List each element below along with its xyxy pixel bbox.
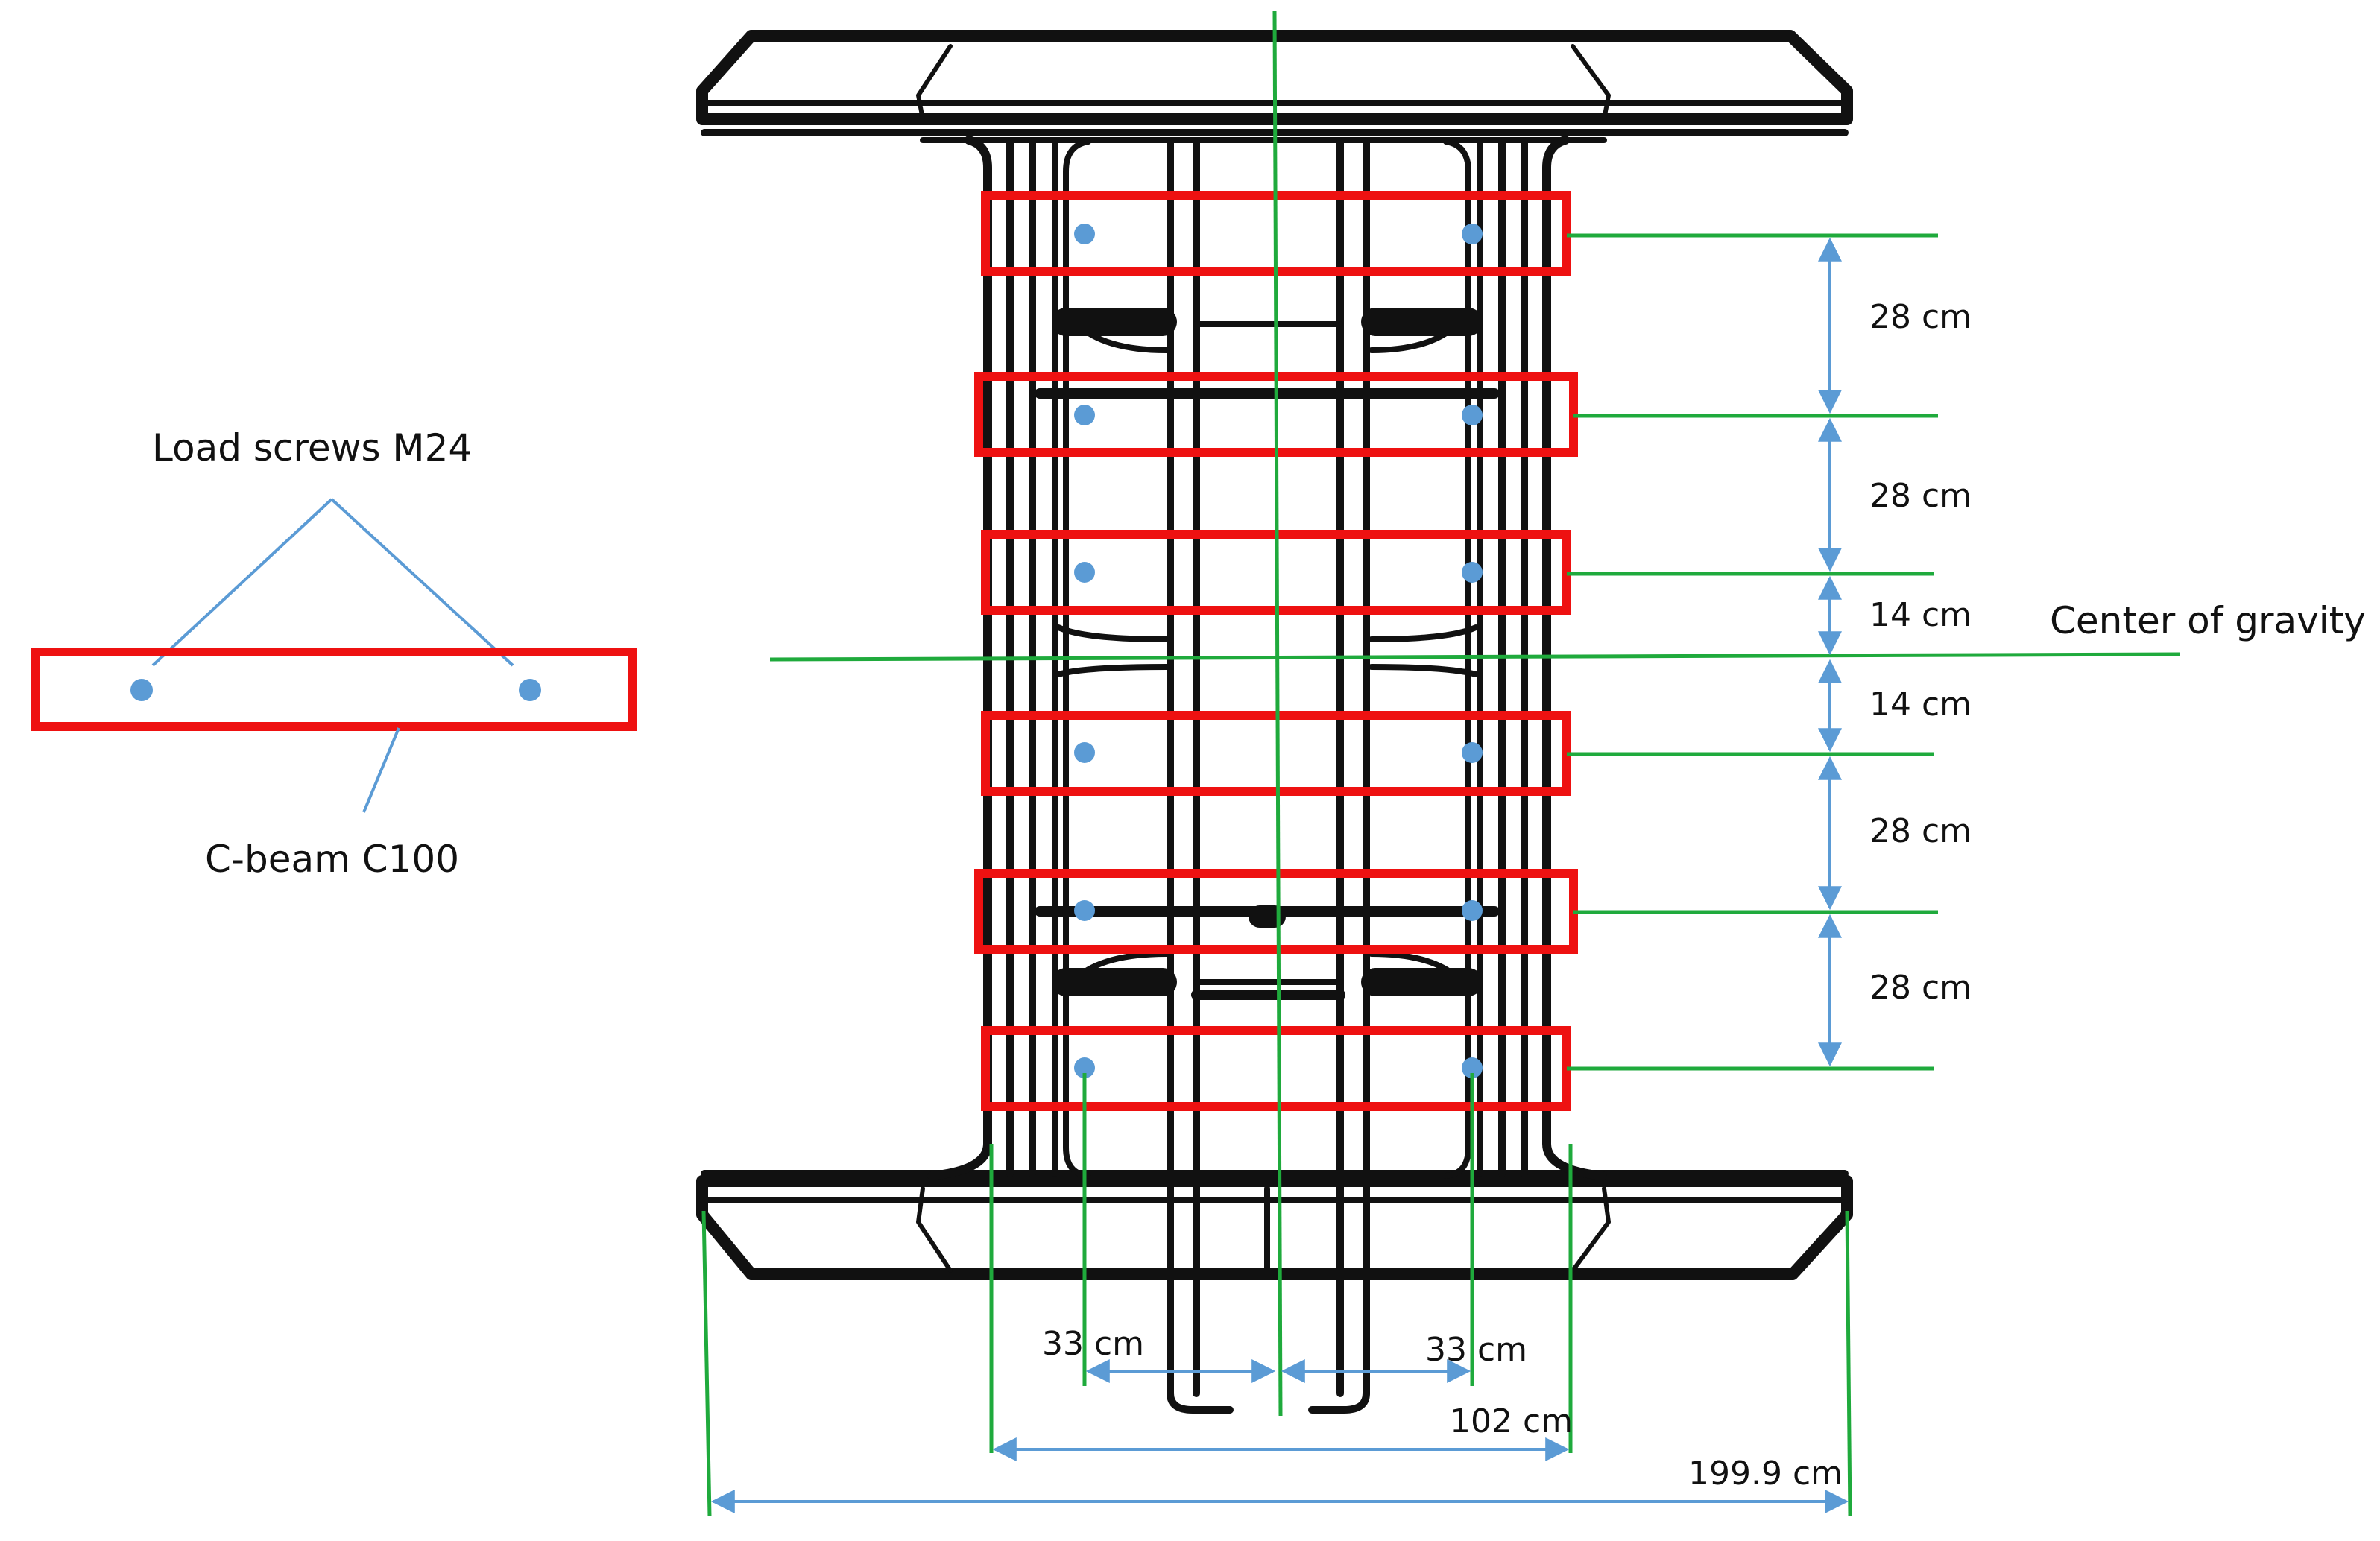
vertical-dim-label: 28 cm xyxy=(1869,477,1972,515)
screw-dot xyxy=(1462,562,1483,583)
screw-dot xyxy=(1462,405,1483,425)
load-screws-label: Load screws M24 xyxy=(152,426,472,469)
vertical-dim-label: 28 cm xyxy=(1869,298,1972,336)
screw-dot xyxy=(1074,224,1095,244)
c-beam-label: C-beam C100 xyxy=(205,838,459,881)
dimension-labels: 28 cm 28 cm 14 cm 14 cm 28 cm 28 cm 33 c… xyxy=(1042,298,1972,1493)
screw-dot xyxy=(1074,1057,1095,1078)
left-half-dim-label: 33 cm xyxy=(1042,1325,1144,1363)
leader-line xyxy=(362,727,400,813)
vertical-dim-label: 14 cm xyxy=(1869,596,1972,634)
leader-line xyxy=(151,498,333,667)
center-axis-line xyxy=(1272,10,1283,1417)
overall-width-dim-label: 199.9 cm xyxy=(1688,1455,1843,1493)
screw-dot xyxy=(1462,1057,1483,1078)
extension-line xyxy=(1845,1210,1852,1517)
screw-dot xyxy=(1074,562,1095,583)
screw-dot xyxy=(1074,900,1095,921)
screw-dot xyxy=(1462,742,1483,763)
dimension-lines xyxy=(710,237,1849,1513)
legend: Load screws M24 C-beam C100 xyxy=(31,426,637,881)
center-of-gravity-label: Center of gravity xyxy=(2050,599,2366,642)
inner-width-dim-label: 102 cm xyxy=(1450,1402,1573,1440)
bottom-legs xyxy=(1167,1390,1370,1414)
screw-dot xyxy=(1074,405,1095,425)
extension-line xyxy=(701,1210,712,1517)
guide-lines xyxy=(701,10,2181,1517)
legend-screw-dot xyxy=(519,679,541,701)
screw-dot xyxy=(1074,742,1095,763)
right-half-dim-label: 33 cm xyxy=(1425,1331,1527,1369)
inner-bars xyxy=(1035,308,1500,1000)
screw-dot xyxy=(1462,224,1483,244)
vertical-dim-label: 14 cm xyxy=(1869,686,1972,724)
vertical-dim-label: 28 cm xyxy=(1869,812,1972,850)
vertical-dim-label: 28 cm xyxy=(1869,969,1972,1007)
load-screws xyxy=(1074,224,1483,1078)
leader-line xyxy=(330,498,514,667)
legend-c-beam xyxy=(31,648,637,731)
screw-dot xyxy=(1462,900,1483,921)
center-of-gravity-line xyxy=(769,652,2181,662)
legend-screw-dot xyxy=(130,679,153,701)
bottom-flange xyxy=(696,1170,1853,1280)
